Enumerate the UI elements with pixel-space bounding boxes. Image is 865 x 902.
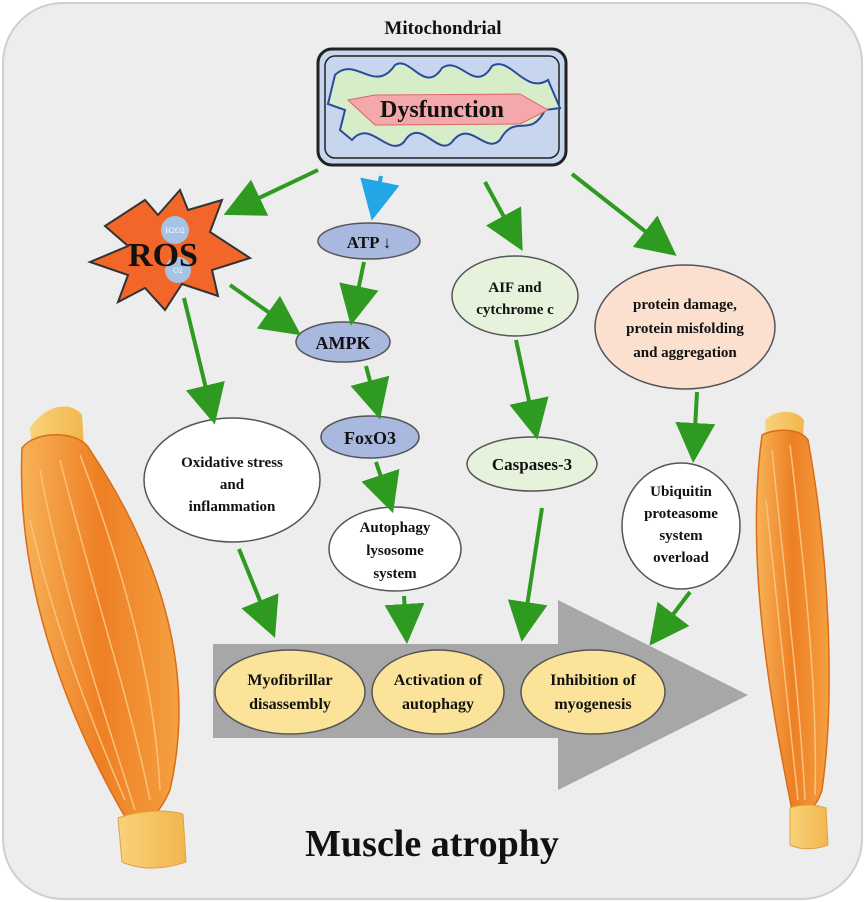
atp-node xyxy=(317,222,421,260)
activation-line1: Activation of xyxy=(394,672,483,689)
ros-star xyxy=(87,188,253,312)
o2-bubble xyxy=(165,257,191,283)
ros-label: ROS xyxy=(128,237,198,274)
arrow-autophagy-to-activation xyxy=(384,595,425,644)
left-muscle-illustration xyxy=(20,406,187,869)
arrow-caspase-to-inhibition xyxy=(507,507,548,642)
myofibrillar-line2: disassembly xyxy=(249,696,331,713)
myofibrillar-line1: Myofibrillar xyxy=(247,672,332,689)
h2o2-label: H2O2 xyxy=(165,226,185,235)
foxo3-label: FoxO3 xyxy=(344,428,396,448)
ubiquitin-line2: proteasome xyxy=(644,506,718,522)
arrow-atp-to-ampk xyxy=(339,261,379,326)
muscle-atrophy-label: Muscle atrophy xyxy=(305,823,559,865)
arrow-mito-to-atp xyxy=(360,175,400,221)
arrow-mito-to-ros xyxy=(223,168,319,216)
ubiquitin-line4: overload xyxy=(653,550,709,566)
o2-label: O2 xyxy=(173,266,183,275)
pathway-arrows xyxy=(182,168,716,646)
arrow-foxo3-to-autophagy xyxy=(361,461,400,514)
arrow-ros-to-oxidative xyxy=(182,297,225,425)
inhibition-line1: Inhibition of xyxy=(550,672,636,689)
arrow-ubiquitin-to-inhibition xyxy=(649,590,692,646)
ampk-label: AMPK xyxy=(316,333,371,353)
autophagy-sys-line2: lysosome xyxy=(366,543,424,559)
oxidative-label-line1: Oxidative stress xyxy=(181,455,283,471)
ubiquitin-line3: system xyxy=(659,528,703,544)
arrow-mito-to-protein xyxy=(570,172,677,256)
autophagy-sys-line3: system xyxy=(373,566,417,582)
dysfunction-label: Dysfunction xyxy=(380,97,504,123)
atp-label: ATP ↓ xyxy=(347,233,392,252)
inhibition-line2: myogenesis xyxy=(554,696,631,713)
inhibition-node xyxy=(520,649,666,735)
aif-label-line2: cytchrome c xyxy=(476,302,554,318)
arrow-mito-to-aif xyxy=(483,181,523,252)
arrow-ros-to-ampk xyxy=(228,283,302,336)
arrow-ampk-to-foxo3 xyxy=(350,365,390,420)
myofibrillar-node xyxy=(214,649,366,735)
oxidative-label-line3: inflammation xyxy=(189,499,276,515)
activation-line2: autophagy xyxy=(402,696,474,713)
right-muscle-illustration xyxy=(755,411,830,850)
activation-node xyxy=(371,649,505,735)
protein-label-line2: protein misfolding xyxy=(626,321,744,337)
arrow-aif-to-caspase xyxy=(509,339,549,440)
aif-cytochrome-node xyxy=(451,255,579,337)
caspase-label: Caspases-3 xyxy=(492,455,572,474)
ubiquitin-line1: Ubiquitin xyxy=(650,484,712,500)
oxidative-stress-node xyxy=(143,417,321,543)
autophagy-sys-line1: Autophagy xyxy=(360,520,431,536)
oxidative-label-line2: and xyxy=(220,477,245,493)
h2o2-bubble xyxy=(161,216,189,244)
protein-label-line1: protein damage, xyxy=(633,297,737,313)
protein-damage-node xyxy=(594,264,776,390)
arrow-protein-to-ubiquitin xyxy=(675,391,716,463)
ubiquitin-node xyxy=(621,462,741,590)
aif-label-line1: AIF and xyxy=(488,280,542,296)
arrow-oxidative-to-myofibrillar xyxy=(237,548,279,638)
mitochondrion-graphic xyxy=(316,47,568,167)
protein-label-line3: and aggregation xyxy=(633,345,737,361)
mitochondrial-title: Mitochondrial xyxy=(384,18,501,39)
